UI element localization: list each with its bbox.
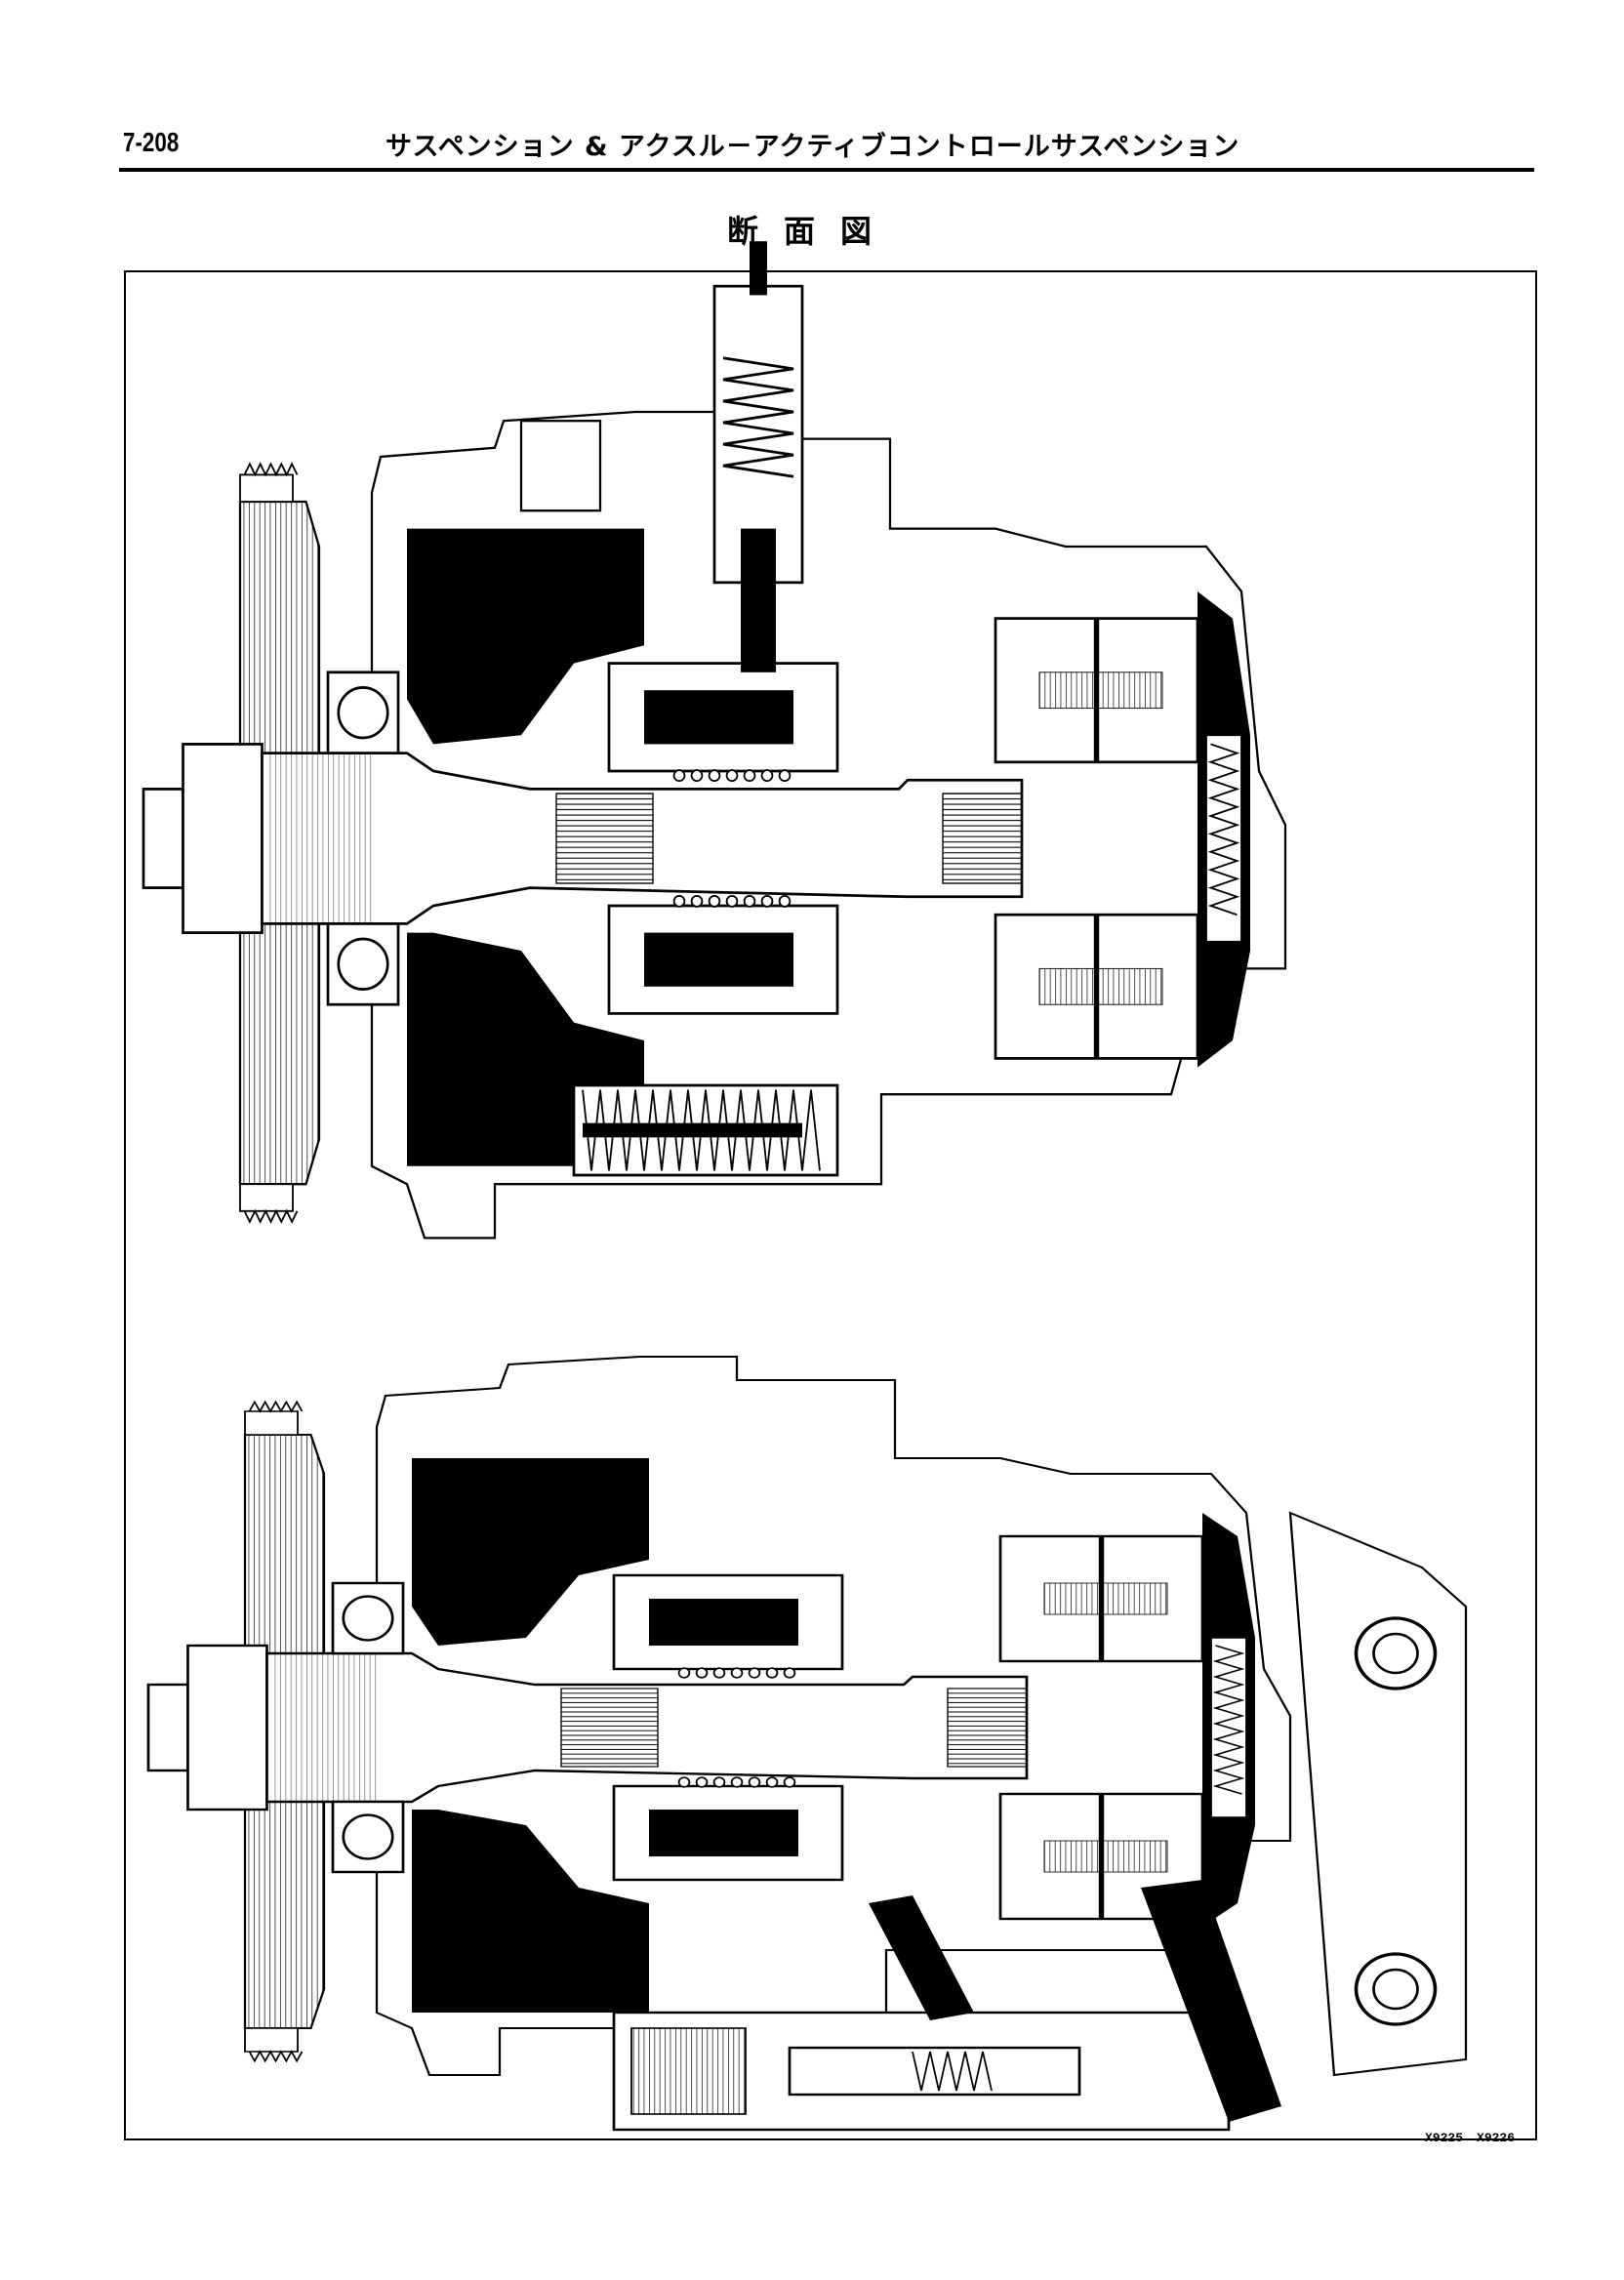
figure-code: X9225 xyxy=(1425,2131,1464,2145)
upper-cross-section xyxy=(143,241,1285,1238)
figure-codes: X9225 X9226 xyxy=(1425,2131,1528,2145)
page-number: 7-208 xyxy=(123,127,180,157)
figure-code: X9226 xyxy=(1477,2131,1516,2145)
section-title: サスペンション & アクスル－アクティブコントロールサスペンション xyxy=(386,132,1240,162)
lower-cross-section xyxy=(148,1357,1468,2132)
header-rule xyxy=(119,168,1534,172)
figure-frame xyxy=(124,270,1537,2140)
